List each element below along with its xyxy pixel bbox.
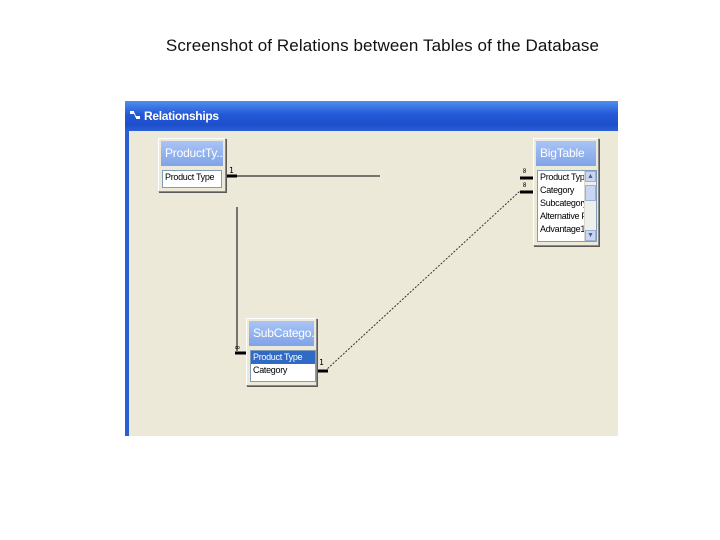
field-product-type[interactable]: Product Type — [540, 172, 590, 182]
field-subcategory[interactable]: Subcategory — [540, 198, 588, 208]
field-category[interactable]: Category — [253, 365, 288, 375]
scroll-thumb[interactable] — [585, 185, 596, 201]
relation-label-many-bigtable-b: ∞ — [520, 182, 529, 187]
bigtable-scrollbar[interactable]: ▲ ▼ — [584, 171, 596, 241]
table-subcategory-header[interactable]: SubCatego... — [249, 321, 314, 346]
table-subcategory[interactable]: SubCatego... Product Type Category — [246, 318, 317, 386]
scroll-down-icon[interactable]: ▼ — [585, 230, 596, 241]
page-caption: Screenshot of Relations between Tables o… — [165, 36, 600, 55]
relation-label-many-bigtable-a: ∞ — [520, 168, 529, 173]
field-category[interactable]: Category — [540, 185, 575, 195]
field-advantage1[interactable]: Advantage1 — [540, 224, 586, 234]
table-product-type[interactable]: ProductTy... Product Type — [158, 138, 226, 192]
relationships-window[interactable]: Relationships 1 ∞ 1 ∞ ∞ ProductTy... Pro… — [125, 101, 618, 436]
window-border — [125, 101, 129, 436]
table-product-type-header[interactable]: ProductTy... — [161, 141, 223, 166]
relation-label-many-subcategory: ∞ — [235, 343, 240, 352]
table-bigtable-fields[interactable]: Product Type Category Subcategory Altern… — [537, 170, 597, 242]
field-product-type[interactable]: Product Type — [165, 172, 215, 182]
relation-line-subcategory-bigtable — [324, 190, 521, 372]
field-product-type[interactable]: Product Type — [251, 351, 315, 364]
relation-label-one-producttype: 1 — [229, 166, 234, 175]
relation-label-one-subcategory: 1 — [319, 358, 324, 367]
relationships-icon — [130, 111, 140, 119]
table-bigtable-header[interactable]: BigTable — [536, 141, 596, 166]
scroll-up-icon[interactable]: ▲ — [585, 171, 596, 182]
window-title: Relationships — [144, 109, 219, 123]
field-alternative-pr[interactable]: Alternative Pr — [540, 211, 590, 221]
table-product-type-fields[interactable]: Product Type — [162, 170, 222, 188]
relationship-lines: 1 ∞ 1 ∞ ∞ — [225, 166, 533, 373]
table-subcategory-fields[interactable]: Product Type Category — [250, 350, 316, 382]
table-bigtable[interactable]: BigTable Product Type Category Subcatego… — [533, 138, 599, 246]
window-titlebar[interactable]: Relationships — [125, 101, 618, 131]
